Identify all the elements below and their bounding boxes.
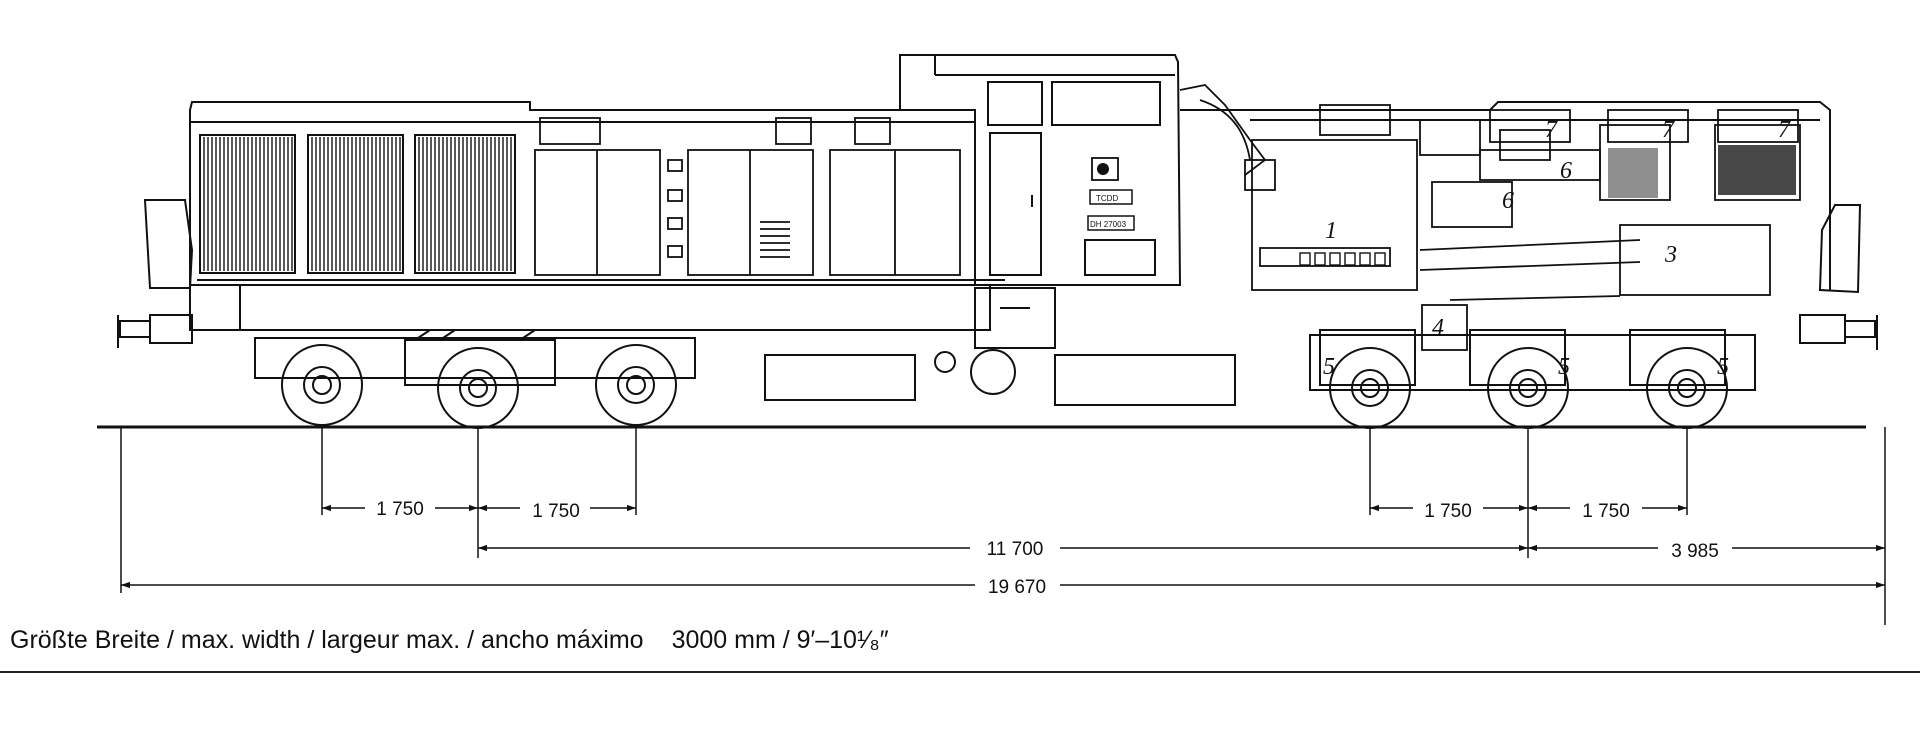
part-label-6a: 6 bbox=[1502, 188, 1514, 214]
part-label-7a: 7 bbox=[1545, 117, 1558, 143]
bottom-rule bbox=[0, 671, 1920, 673]
part-label-1: 1 bbox=[1325, 218, 1337, 244]
left-bogie bbox=[254, 329, 696, 429]
max-width-value: 3000 mm / 9′–10¹⁄₈″ bbox=[671, 626, 889, 654]
part-label-3: 3 bbox=[1664, 242, 1677, 268]
right-bogie-wheel-2 bbox=[1487, 347, 1569, 429]
max-width-label: Größte Breite / max. width / largeur max… bbox=[10, 626, 644, 654]
extension-lines bbox=[120, 427, 1886, 625]
dimension-labels: 1 750 1 750 1 750 1 750 11 700 3 985 19 … bbox=[376, 499, 1719, 598]
hood-doors bbox=[534, 117, 961, 276]
max-width-caption: Größte Breite / max. width / largeur max… bbox=[10, 626, 889, 655]
part-label-5a: 5 bbox=[1323, 354, 1335, 380]
cab-marking-line-1: TCDD bbox=[1096, 194, 1118, 203]
cab-emblem: TCDD DH 27003 bbox=[1087, 157, 1135, 231]
short-hood-outline bbox=[1180, 101, 1831, 290]
dim-pivot-to-buffer: 3 985 bbox=[1671, 541, 1719, 562]
dim-pivot-distance: 11 700 bbox=[987, 539, 1044, 560]
left-bogie-wheel-1 bbox=[281, 344, 363, 426]
part-label-7c: 7 bbox=[1778, 117, 1791, 143]
part-numbers: 1 3 4 5 5 5 6 6 7 7 7 bbox=[1323, 117, 1791, 380]
engine-cutaway bbox=[1179, 84, 1801, 351]
dim-left-axle-2: 1 750 bbox=[532, 501, 580, 522]
part-label-4: 4 bbox=[1432, 315, 1444, 341]
radiator-grilles bbox=[199, 134, 516, 274]
dim-left-axle-1: 1 750 bbox=[376, 499, 424, 520]
right-buffer bbox=[1799, 204, 1878, 350]
dim-right-axle-1: 1 750 bbox=[1424, 501, 1472, 522]
right-bogie-wheel-3 bbox=[1646, 347, 1728, 429]
engine-cylinder-covers bbox=[1299, 252, 1386, 266]
cab-marking-line-2: DH 27003 bbox=[1090, 220, 1127, 229]
right-bogie bbox=[1309, 329, 1756, 429]
cab-outline bbox=[899, 54, 1182, 286]
left-buffer bbox=[117, 199, 194, 348]
dim-overall-length: 19 670 bbox=[988, 577, 1046, 598]
left-bogie-wheel-3 bbox=[595, 344, 677, 426]
right-bogie-wheel-1 bbox=[1329, 347, 1411, 429]
part-label-7b: 7 bbox=[1662, 117, 1675, 143]
part-label-5b: 5 bbox=[1558, 354, 1570, 380]
dimension-lines bbox=[121, 504, 1885, 589]
frame bbox=[189, 284, 991, 331]
dim-right-axle-2: 1 750 bbox=[1582, 501, 1630, 522]
left-bogie-wheel-2 bbox=[437, 347, 519, 429]
cooler-blocks bbox=[1608, 145, 1796, 198]
part-label-5c: 5 bbox=[1717, 354, 1729, 380]
part-label-6b: 6 bbox=[1560, 158, 1572, 184]
